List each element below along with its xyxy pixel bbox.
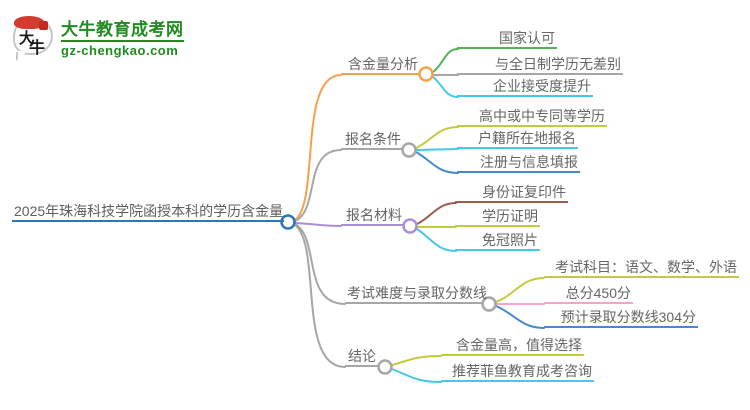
child-node: 与全日制学历无差别 [457, 55, 623, 75]
branch2-node-circle [401, 142, 417, 158]
child-node: 预计录取分数线304分 [544, 308, 698, 328]
connector-b3-c3 [416, 228, 457, 252]
connector-b2-c3 [415, 151, 459, 174]
child-node: 总分450分 [544, 284, 633, 304]
branch-node-baoming-tiaojian: 报名条件 [341, 130, 403, 150]
child-node: 免冠照片 [455, 231, 540, 251]
logo-divider [61, 40, 184, 42]
connector-b2-c1 [415, 126, 459, 149]
node-circles [280, 66, 497, 375]
logo-seal-icon [39, 21, 48, 30]
site-logo: 大 牛 大牛教育成考网 gz-chengkao.com [13, 16, 184, 58]
child-node: 国家认可 [457, 29, 557, 49]
connector-b1-c3 [432, 76, 459, 98]
child-node: 注册与信息填报 [457, 153, 580, 173]
branch-child-lines [391, 48, 545, 383]
child-node: 含金量高，值得选择 [441, 336, 584, 356]
child-node: 身份证复印件 [455, 183, 568, 203]
logo-bubble-char: 大 [19, 30, 35, 47]
site-name: 大牛教育成考网 [61, 20, 184, 39]
connector-b5-c2 [391, 368, 442, 383]
branch-node-kaoshi-nandu: 考试难度与录取分数线 [345, 284, 487, 304]
connector-root-b1 [294, 74, 342, 221]
connector-root-b2 [294, 149, 342, 222]
connector-b4-c3 [495, 305, 545, 329]
child-node: 推荐菲鱼教育成考咨询 [441, 362, 594, 382]
child-node: 高中或中专同等学历 [457, 107, 607, 127]
child-node: 户籍所在地报名 [457, 129, 578, 149]
root-node-circle [280, 214, 296, 230]
site-domain: gz-chengkao.com [61, 43, 179, 58]
branch-node-baoming-cailiao: 报名材料 [341, 206, 404, 226]
branch5-node-circle [377, 359, 393, 375]
branch3-node-circle [402, 218, 418, 234]
connector-root-b5 [294, 224, 346, 368]
connector-b2-c2 [415, 148, 459, 151]
connector-b3-c1 [416, 202, 457, 225]
branch4-node-circle [481, 296, 497, 312]
connector-b4-c1 [495, 277, 545, 303]
branch1-node-circle [418, 66, 434, 82]
root-branch-lines [294, 74, 346, 368]
child-node: 学历证明 [455, 207, 540, 227]
child-node: 企业接受度提升 [457, 77, 593, 97]
branch-node-hanjinliang: 含金量分析 [341, 55, 420, 75]
logo-bubble-char: 牛 [29, 40, 46, 57]
root-node: 2025年珠海科技学院函授本科的学历含金量 [12, 202, 284, 222]
connector-root-b4 [294, 223, 346, 305]
connector-root-b3 [294, 222, 342, 227]
logo-bubble-icon: 大 牛 [13, 16, 53, 57]
branch-node-jielun: 结论 [345, 347, 378, 367]
logo-text-block: 大牛教育成考网 gz-chengkao.com [61, 17, 184, 58]
connector-b5-c1 [391, 355, 442, 366]
connector-b1-c1 [432, 48, 459, 73]
child-node: 考试科目：语文、数学、外语 [544, 258, 739, 278]
